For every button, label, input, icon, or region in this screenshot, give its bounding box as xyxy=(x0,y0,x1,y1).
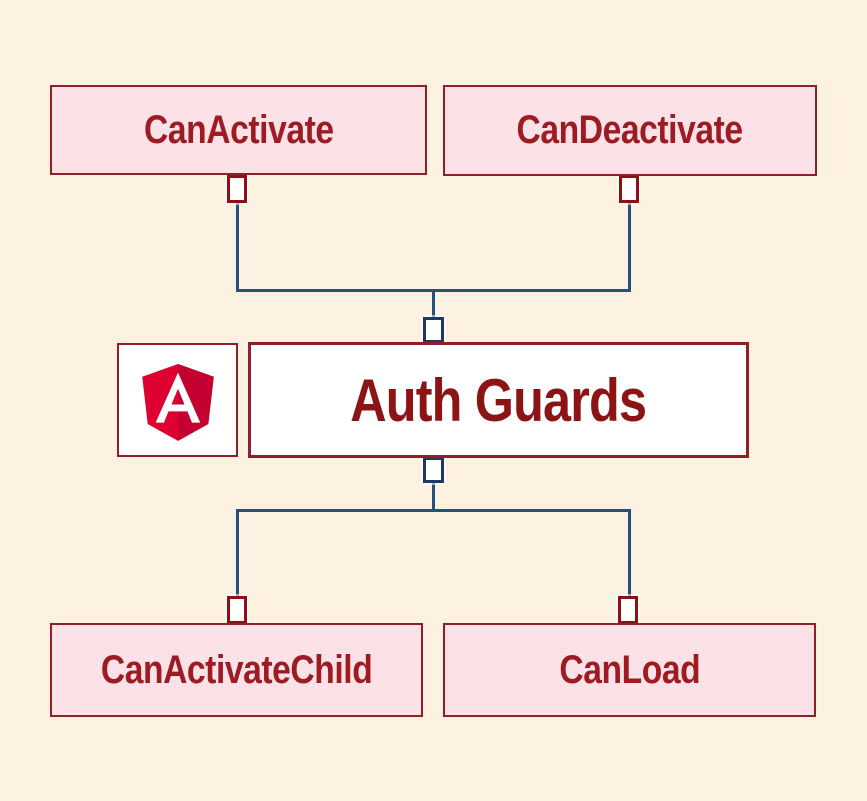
line-top-merge-down xyxy=(432,289,435,320)
node-can-activate: CanActivate xyxy=(50,85,427,175)
node-can-deactivate: CanDeactivate xyxy=(443,85,817,176)
angular-logo-icon xyxy=(141,363,214,441)
line-canactivate-down xyxy=(236,202,239,292)
line-bottom-merge-down xyxy=(432,480,435,511)
node-can-deactivate-label: CanDeactivate xyxy=(516,108,744,152)
port-canactivatechild xyxy=(227,596,247,624)
node-can-load-label: CanLoad xyxy=(559,647,700,692)
port-authguards-top xyxy=(423,317,444,343)
line-canload-down xyxy=(628,509,631,597)
line-candeactivate-down xyxy=(628,202,631,292)
node-can-activate-child: CanActivateChild xyxy=(50,623,423,717)
port-authguards-bottom xyxy=(423,457,444,483)
node-can-activate-child-label: CanActivateChild xyxy=(100,647,373,692)
node-can-load: CanLoad xyxy=(443,623,816,717)
line-bottom-horizontal xyxy=(236,509,631,512)
node-auth-guards: Auth Guards xyxy=(248,342,749,458)
node-auth-guards-label: Auth Guards xyxy=(350,366,648,434)
port-canload xyxy=(618,596,638,624)
line-canactivatechild-down xyxy=(236,509,239,597)
port-canactivate xyxy=(227,175,247,203)
angular-logo-box xyxy=(117,343,238,457)
node-can-activate-label: CanActivate xyxy=(143,107,334,152)
port-candeactivate xyxy=(619,175,639,203)
